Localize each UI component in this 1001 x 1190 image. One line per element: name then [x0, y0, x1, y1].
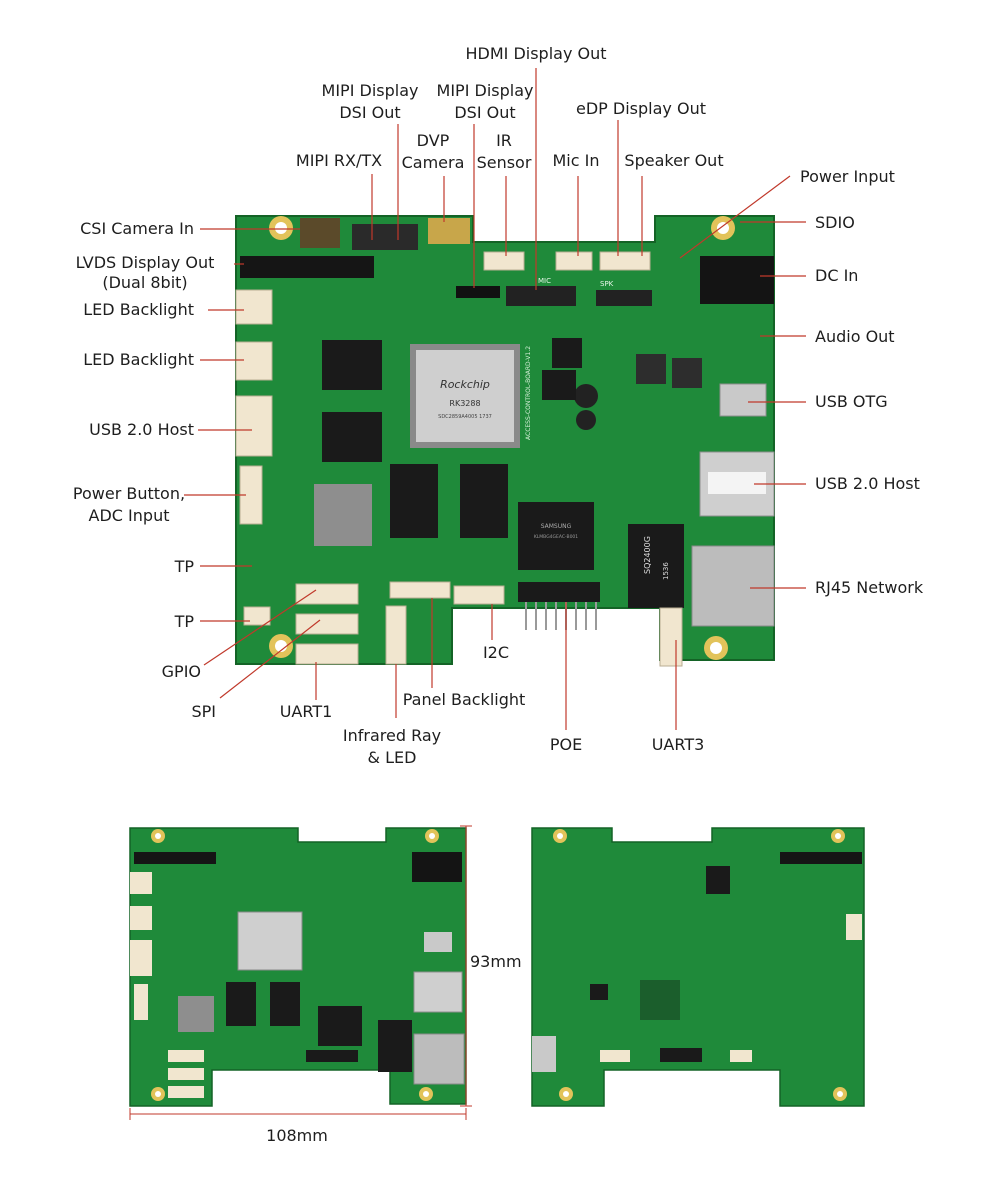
emmc-brand-text: SAMSUNG	[541, 523, 572, 530]
soc-brand-text: Rockchip	[440, 378, 490, 391]
label-lvds-display-out: LVDS Display Out (Dual 8bit)	[75, 253, 215, 292]
label-led-backlight-1: LED Backlight	[83, 300, 194, 319]
label-dimension-height: 93mm	[470, 952, 522, 971]
label-edp-display-out: eDP Display Out	[576, 99, 706, 118]
front-board-small	[129, 827, 467, 1107]
label-poe: POE	[549, 735, 583, 754]
label-led-backlight-2: LED Backlight	[83, 350, 194, 369]
label-mipi-dsi-out-2: MIPI Display DSI Out	[436, 81, 534, 122]
back-board	[531, 827, 865, 1107]
label-audio-out: Audio Out	[815, 327, 895, 346]
label-mipi-dsi-out-1: MIPI Display DSI Out	[321, 81, 419, 122]
label-power-input: Power Input	[800, 167, 895, 186]
label-dimension-width: 108mm	[266, 1126, 328, 1145]
leader-lines	[184, 68, 806, 730]
label-power-button-adc: Power Button, ADC Input	[72, 484, 186, 525]
label-tp-1: TP	[174, 557, 194, 576]
label-hdmi-display-out: HDMI Display Out	[465, 44, 607, 63]
label-infrared-ray-led: Infrared Ray & LED	[342, 726, 442, 767]
label-gpio: GPIO	[161, 662, 201, 681]
main-board: Rockchip RK3288 SDC2859A4005 1737 SAMSUN…	[235, 215, 775, 667]
label-csi-camera-in: CSI Camera In	[80, 219, 194, 238]
soc-code-text: SDC2859A4005 1737	[438, 414, 492, 420]
label-mic-in: Mic In	[552, 151, 600, 170]
label-i2c: I2C	[482, 643, 510, 662]
spk-silk-text: SPK	[600, 280, 614, 288]
label-spi: SPI	[191, 702, 216, 721]
emmc-code-text: KLMBG4GEAC-B001	[534, 534, 578, 540]
label-uart1: UART1	[279, 702, 333, 721]
soc-model-text: RK3288	[449, 399, 480, 408]
dimension-lines	[129, 825, 472, 1120]
label-uart3: UART3	[651, 735, 705, 754]
label-dvp-camera: DVP Camera	[401, 131, 465, 172]
label-dc-in: DC In	[815, 266, 859, 285]
label-ir-sensor: IR Sensor	[476, 131, 532, 172]
label-sdio: SDIO	[815, 213, 855, 232]
mic-silk-text: MIC	[538, 277, 551, 285]
label-mipi-rx-tx: MIPI RX/TX	[295, 151, 383, 170]
eth-chip-text: SQ2400G	[643, 536, 652, 574]
label-tp-2: TP	[174, 612, 194, 631]
label-speaker-out: Speaker Out	[624, 151, 724, 170]
label-rj45-network: RJ45 Network	[815, 578, 924, 597]
label-usb-host-left: USB 2.0 Host	[89, 420, 194, 439]
label-usb-otg: USB OTG	[815, 392, 888, 411]
label-panel-backlight: Panel Backlight	[402, 690, 526, 709]
label-usb-host-right: USB 2.0 Host	[815, 474, 920, 493]
board-silk-text: ACCESS-CONTROL-BOARD-V1.2	[525, 346, 532, 440]
eth-num-text: 1536	[662, 562, 670, 580]
